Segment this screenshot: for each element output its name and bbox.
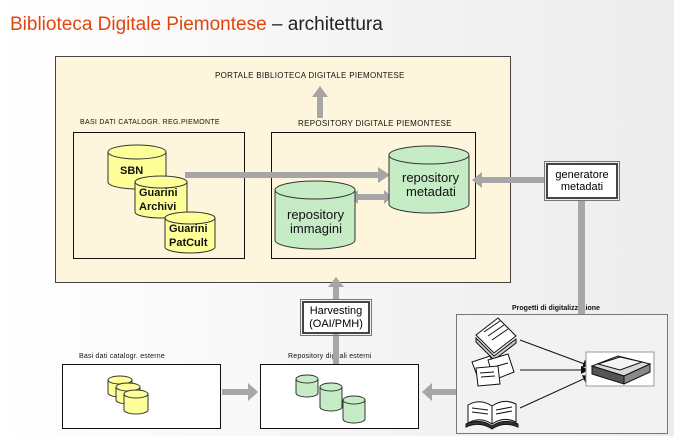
arrow-metadati-immagini: [350, 190, 392, 204]
arrow-basi-to-metadati: [185, 167, 390, 183]
generatore-metadati-label: generatore metadati: [555, 169, 609, 193]
cylinder-label-guarini-patcult-1: Guarini: [169, 223, 208, 235]
arrow-harvest-up: [328, 277, 344, 300]
cylinder-guarini-patcult: Guarini PatCult: [164, 211, 216, 254]
harvesting-box: Harvesting (OAI/PMH): [300, 299, 372, 336]
arrow-generatore-to-metadati: [472, 172, 545, 188]
title-suffix: – architettura: [266, 14, 383, 35]
document-stack-icon: [475, 317, 517, 361]
cylinder-label-guarini-archivi-2: Archivi: [139, 201, 176, 213]
basi-regionali-label: BASI DATI CATALOGR. REG.PIEMONTE: [80, 119, 220, 126]
arrow-progetti-to-repo: [422, 383, 456, 401]
label-repository-immagini-1: repository: [287, 207, 345, 222]
cylinder-extrepo-3: [342, 395, 366, 424]
repository-bdp-label: REPOSITORY DIGITALE PIEMONTESE: [298, 119, 452, 128]
cylinder-extrepo-2: [319, 382, 343, 412]
label-repository-metadati-2: metadati: [406, 184, 456, 199]
cylinder-external-3: [123, 389, 149, 415]
harvesting-label: Harvesting (OAI/PMH): [309, 305, 363, 330]
page-title: Biblioteca Digitale Piemontese – archite…: [10, 14, 383, 36]
cylinder-repository-metadati: repository metadati: [388, 145, 470, 214]
scanner-icon: [585, 351, 655, 387]
scattered-pages-icon: [471, 353, 515, 387]
arrow-to-portal: [312, 86, 328, 118]
cylinder-guarini-archivi: Guarini Archivi: [134, 175, 188, 219]
cylinder-repository-immagini: repository immagini: [274, 180, 356, 250]
title-main: Biblioteca Digitale Piemontese: [10, 14, 267, 35]
cylinder-label-guarini-patcult-2: PatCult: [169, 237, 208, 249]
repository-esterni-label: Repository digitali esterni: [288, 353, 372, 360]
scanner-arrows: [519, 339, 591, 409]
line-esterni-to-harvest: [333, 334, 339, 364]
cylinder-label-guarini-archivi-1: Guarini: [139, 187, 178, 199]
progetti-label: Progetti di digitalizzazione: [512, 305, 600, 312]
open-book-icon: [465, 400, 519, 430]
basi-esterne-label: Basi dati catalogr. esterne: [79, 353, 165, 360]
label-repository-metadati-1: repository: [402, 170, 460, 185]
arrow-basi-esterne-to-repo: [222, 383, 258, 401]
flow-arrows: [185, 86, 585, 401]
cylinder-extrepo-1: [295, 374, 319, 398]
line-progetti-to-generatore: [578, 200, 585, 314]
portal-label: PORTALE BIBLIOTECA DIGITALE PIEMONTESE: [215, 71, 405, 80]
cylinder-label-sbn: SBN: [120, 165, 143, 177]
generatore-metadati-box: generatore metadati: [544, 161, 620, 201]
label-repository-immagini-2: immagini: [290, 221, 342, 236]
